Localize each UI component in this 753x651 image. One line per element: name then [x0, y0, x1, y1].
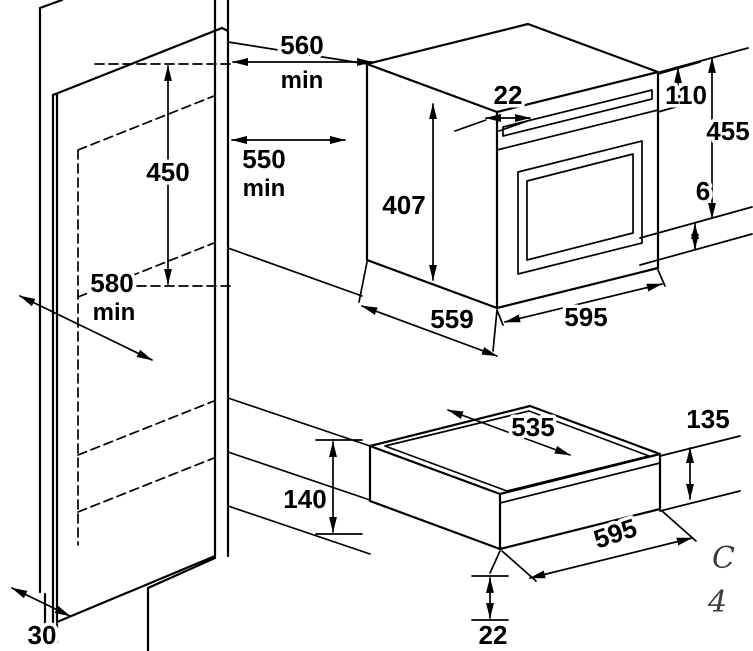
dim-580-qualifier: min: [93, 299, 136, 326]
built-in-oven: [365, 22, 660, 310]
dim-407-label: 407: [382, 190, 425, 220]
dim-30: 30: [11, 587, 71, 651]
oven-handle: [502, 89, 653, 137]
dim-450: 450: [94, 63, 231, 287]
dim-595-drawer-label: 595: [590, 512, 641, 554]
dim-560-qualifier: min: [281, 67, 324, 94]
dim-22-top-witness: [454, 119, 531, 132]
oven-door-window: [517, 140, 643, 275]
dim-595-oven-arrow: [504, 283, 663, 323]
dim-595-drawer: 595: [501, 509, 697, 582]
dim-22-bottom-label: 22: [479, 620, 508, 650]
dim-559: 559: [358, 261, 498, 357]
dim-22-top: 22: [454, 77, 531, 132]
corner-caption-line1: C: [712, 541, 735, 576]
dim-135: 135: [659, 401, 741, 512]
drawer-front-edge: [499, 462, 661, 504]
dim-559-arrow: [361, 305, 498, 357]
dim-110: 110: [657, 61, 710, 114]
dim-580-arrow: [19, 295, 153, 361]
dim-450-witness: [94, 63, 231, 287]
dim-535-label: 535: [511, 412, 554, 442]
dim-559-label: 559: [430, 304, 473, 334]
dim-407: 407: [379, 103, 437, 281]
dim-559-witness: [358, 261, 498, 352]
dim-560-label: 560: [280, 30, 323, 60]
dim-595-oven-label: 595: [564, 302, 607, 332]
dim-455: 455: [639, 47, 753, 266]
dim-30-arrow: [11, 587, 71, 617]
dim-22-bottom: 22: [471, 550, 511, 651]
dim-22-top-label: 22: [494, 80, 523, 110]
dim-550-label: 550: [242, 144, 285, 174]
dim-595-drawer-arrow: [529, 537, 693, 579]
oven-control-panel-divider: [496, 109, 659, 151]
dim-110-label: 110: [665, 80, 707, 110]
dim-6: 6: [691, 173, 714, 250]
dim-140-witness: [315, 439, 363, 535]
drawer-body: [368, 404, 662, 551]
dim-22-bottom-witness: [471, 550, 509, 621]
oven-body: [365, 22, 660, 310]
dim-580-min: 580 min: [19, 265, 153, 361]
corner-caption: C 4: [707, 541, 735, 620]
dim-140-label: 140: [283, 484, 326, 514]
dim-580-label: 580: [90, 268, 133, 298]
dim-595-oven-witness: [496, 269, 666, 326]
dim-450-label: 450: [146, 157, 189, 187]
dim-135-label: 135: [686, 404, 729, 434]
dim-455-label: 455: [706, 116, 749, 146]
dim-550-min: 550 min: [231, 136, 346, 206]
dim-6-label: 6: [696, 176, 710, 206]
dim-535-arrow: [447, 409, 571, 456]
corner-caption-line2: 4: [707, 585, 727, 620]
dim-135-witness: [659, 435, 741, 512]
dim-140: 140: [280, 439, 363, 535]
dim-550-qualifier: min: [243, 175, 286, 202]
cabinet-niche-shelf-lines: [227, 41, 371, 555]
dim-560-min: 560 min: [232, 27, 373, 98]
dim-595-oven: 595: [496, 269, 666, 336]
dim-535: 535: [447, 409, 571, 456]
dim-30-label: 30: [28, 620, 57, 650]
tall-cabinet: [38, 0, 371, 651]
